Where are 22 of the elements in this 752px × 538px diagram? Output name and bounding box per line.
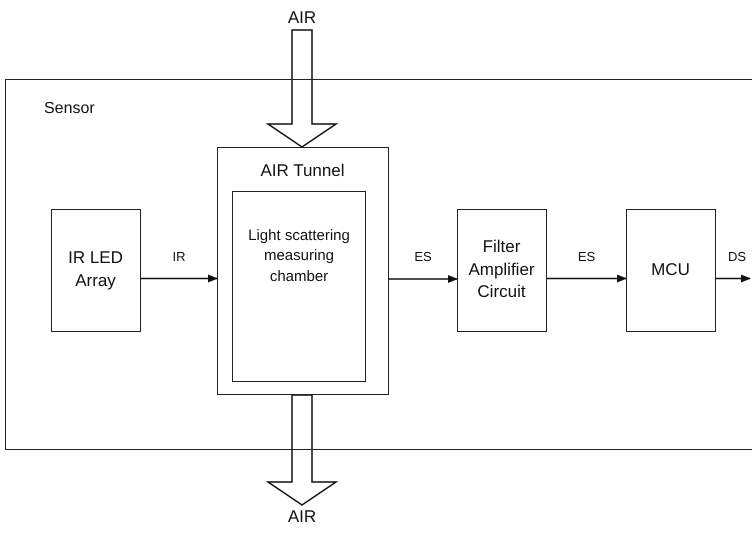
tunnel-box bbox=[216, 146, 388, 394]
box-label: AIR Tunnel bbox=[259, 160, 346, 182]
chamber-box bbox=[232, 191, 366, 382]
box-label: Light scattering measuring chamber bbox=[247, 226, 351, 287]
edge-label: ES bbox=[576, 248, 598, 264]
arrow bbox=[141, 274, 218, 282]
box-label: Filter Amplifier Circuit bbox=[467, 236, 536, 304]
box-label: MCU bbox=[650, 258, 691, 281]
flow-label: AIR bbox=[280, 6, 324, 30]
box-label: IR LED Array bbox=[67, 247, 124, 292]
sensor-frame bbox=[5, 79, 752, 450]
block-arrow bbox=[266, 394, 338, 506]
process-box bbox=[456, 208, 546, 332]
edge-label: ES bbox=[412, 249, 434, 264]
block-arrow bbox=[266, 29, 338, 148]
flow-label: AIR bbox=[280, 505, 324, 529]
process-box bbox=[50, 208, 140, 332]
arrow bbox=[547, 274, 627, 282]
box-label: Sensor bbox=[43, 99, 96, 119]
process-box bbox=[626, 208, 716, 332]
arrow bbox=[716, 274, 751, 282]
arrow bbox=[389, 275, 458, 283]
